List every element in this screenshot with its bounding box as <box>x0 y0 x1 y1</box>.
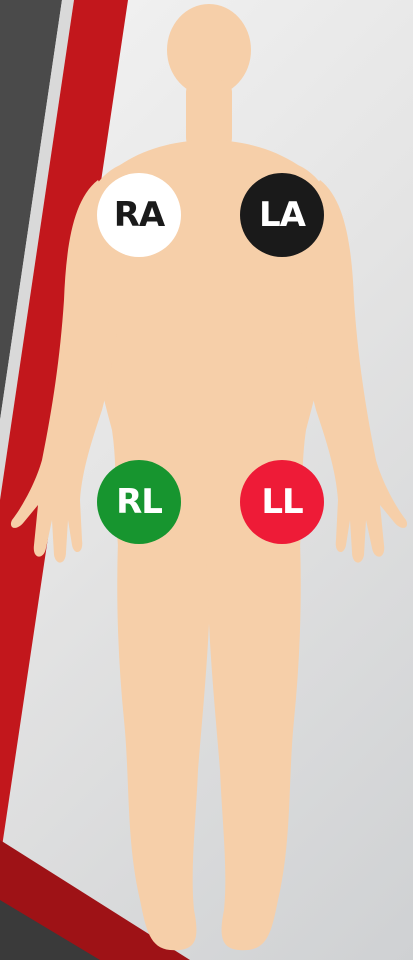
electrode-ra: RA <box>97 173 181 257</box>
electrode-ll: LL <box>240 460 324 544</box>
electrode-la-label: LA <box>259 195 305 235</box>
electrode-ra-label: RA <box>114 195 165 235</box>
electrode-la: LA <box>240 173 324 257</box>
electrode-ll-label: LL <box>261 482 302 522</box>
electrode-rl-label: RL <box>116 482 162 522</box>
right-leg <box>117 540 212 950</box>
neck <box>186 80 232 150</box>
left-leg <box>206 540 301 950</box>
electrode-rl: RL <box>97 460 181 544</box>
